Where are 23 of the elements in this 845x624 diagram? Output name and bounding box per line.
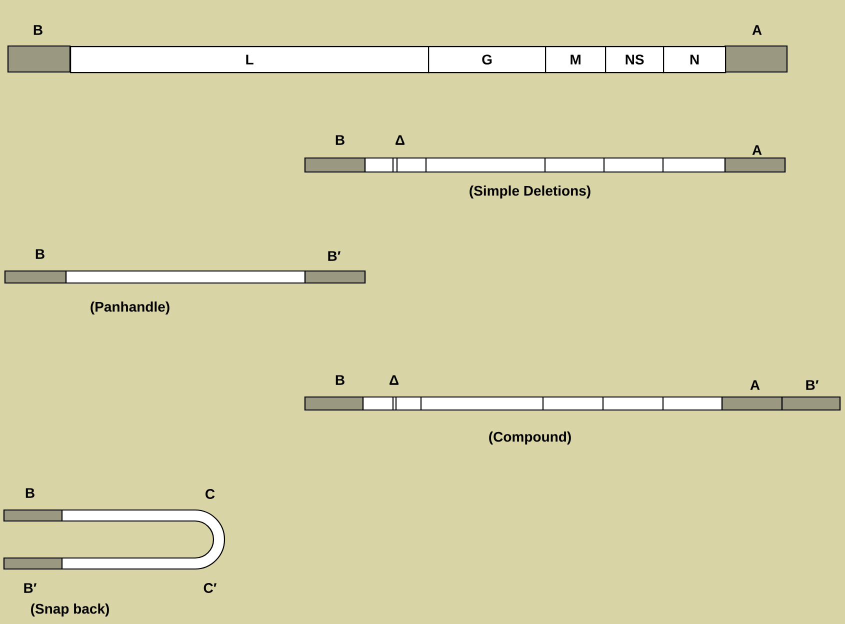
deletion-mark: Δ — [396, 135, 404, 145]
end-label: B — [36, 249, 44, 259]
gene-segment: M — [545, 46, 606, 74]
end-label: A — [752, 25, 762, 35]
end-label: B′ — [806, 380, 818, 390]
end-label: A — [750, 380, 760, 390]
gene-segment: NS — [605, 46, 664, 74]
end-label: C′ — [204, 583, 216, 593]
end-label: B — [336, 135, 344, 145]
caption: (Compound) — [489, 431, 571, 445]
end-label: B — [26, 488, 34, 498]
caption: (Snap back) — [31, 603, 109, 617]
caption: (Simple Deletions) — [470, 185, 590, 199]
end-label: A — [752, 145, 762, 155]
end-label: B′ — [328, 251, 340, 261]
end-label: B — [34, 25, 42, 35]
deletion-mark: Δ — [390, 375, 398, 385]
end-label: C — [206, 489, 215, 499]
gene-segment: N — [663, 46, 726, 74]
end-label: B — [336, 375, 344, 385]
caption: (Panhandle) — [90, 301, 170, 315]
gene-segment: G — [428, 46, 546, 74]
end-label: B′ — [24, 583, 36, 593]
